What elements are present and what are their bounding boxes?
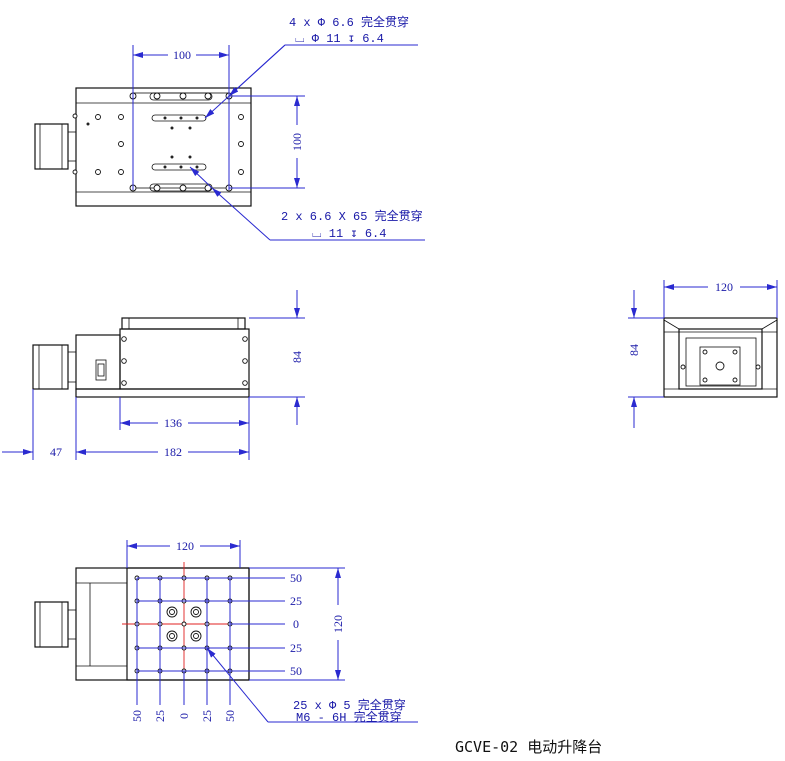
side-view: 120 84 — [627, 280, 778, 428]
top-view-width-dimension: 100 — [132, 45, 230, 190]
platform-height-dimension: 120 — [249, 567, 345, 681]
platform-height-label: 120 — [331, 615, 345, 633]
top-view-hole-note: 4 x Φ 6.6 完全贯穿 ⌴ Φ 11 ↧ 6.4 — [204, 14, 418, 119]
platform-width-dimension: 120 — [126, 539, 241, 568]
top-view-height-label: 100 — [290, 133, 304, 151]
hole-note-line2: ⌴ Φ 11 ↧ 6.4 — [295, 32, 384, 46]
grid-label-right: 50 — [290, 664, 302, 678]
front-view-total-label: 182 — [164, 445, 182, 459]
front-view: 84 136 47 182 — [2, 290, 305, 460]
grid-label-bottom: 25 — [200, 710, 214, 722]
platform-grid-labels-bottom: 50 25 0 25 50 — [130, 710, 237, 722]
top-view-base — [75, 87, 252, 207]
grid-label-bottom: 50 — [130, 710, 144, 722]
side-view-height-label: 84 — [627, 344, 641, 356]
side-view-width-dimension: 120 — [663, 280, 778, 318]
grid-label-right: 0 — [293, 617, 299, 631]
top-view-slot-note: 2 x 6.6 X 65 完全贯穿 ⌴ 11 ↧ 6.4 — [189, 166, 425, 241]
platform-grid-labels-right: 50 25 0 25 50 — [290, 571, 302, 678]
hole-note-line1: 4 x Φ 6.6 完全贯穿 — [289, 14, 409, 30]
grid-label-right: 50 — [290, 571, 302, 585]
slot-note-line1: 2 x 6.6 X 65 完全贯穿 — [281, 208, 423, 224]
grid-label-bottom: 25 — [153, 710, 167, 722]
slot-note-line2: ⌴ 11 ↧ 6.4 — [312, 227, 386, 241]
side-view-width-label: 120 — [715, 280, 733, 294]
top-view-holes — [72, 92, 244, 192]
top-view: 100 100 4 x Φ 6.6 完全贯穿 ⌴ Φ 11 ↧ 6.4 2 x … — [34, 14, 425, 241]
top-view-width-label: 100 — [173, 48, 191, 62]
grid-label-bottom: 0 — [177, 713, 191, 719]
grid-label-bottom: 50 — [223, 710, 237, 722]
platform-view: 50 25 0 25 50 50 25 0 25 50 120 120 — [34, 539, 418, 725]
grid-label-right: 25 — [290, 594, 302, 608]
front-view-motor — [32, 344, 77, 390]
top-view-slots — [149, 92, 213, 192]
platform-note-line2: M6 - 6H 完全贯穿 — [296, 709, 402, 725]
platform-note-line1: 25 x Φ 5 完全贯穿 — [293, 697, 406, 713]
grid-label-right: 25 — [290, 641, 302, 655]
drawing-title: GCVE-02 电动升降台 — [455, 738, 602, 756]
front-view-total-dimension: 47 182 — [2, 389, 249, 460]
platform-grid-guides — [136, 577, 285, 705]
front-view-inner-dimension: 136 — [119, 397, 250, 460]
front-view-motor-label: 47 — [50, 445, 62, 459]
platform-view-motor — [34, 601, 77, 648]
front-view-height-label: 84 — [290, 351, 304, 363]
top-view-height-dimension: 100 — [229, 95, 305, 189]
side-view-height-dimension: 84 — [627, 290, 664, 428]
front-view-height-dimension: 84 — [249, 290, 305, 425]
platform-hole-note: 25 x Φ 5 完全贯穿 M6 - 6H 完全贯穿 — [206, 647, 418, 725]
top-view-motor — [34, 123, 77, 170]
front-view-inner-label: 136 — [164, 416, 182, 430]
platform-grid-holes — [134, 575, 233, 674]
platform-width-label: 120 — [176, 539, 194, 553]
